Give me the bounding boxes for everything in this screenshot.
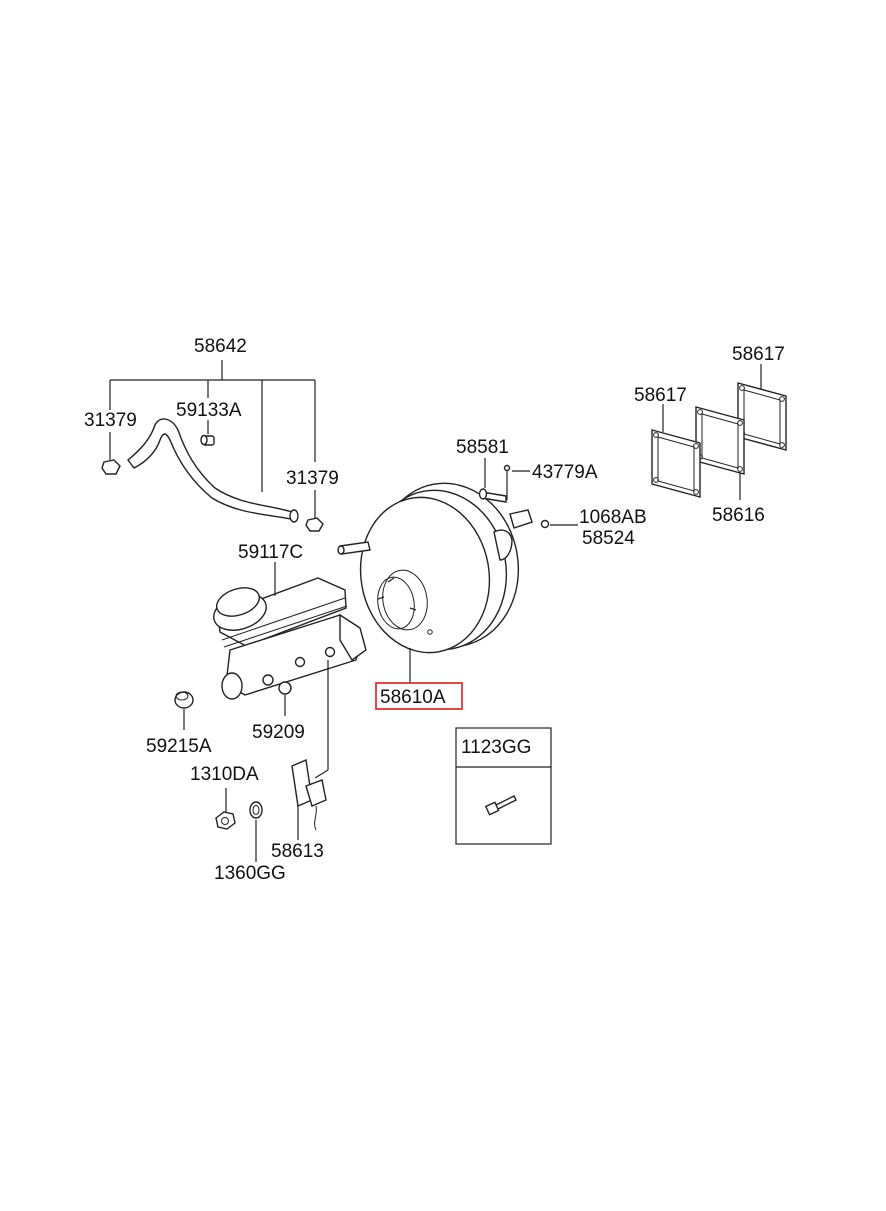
master-cylinder	[213, 577, 367, 700]
highlight-box	[375, 682, 463, 710]
gasket-front	[651, 429, 701, 498]
reservoir-hose	[127, 418, 299, 523]
label-59209[interactable]: 59209	[252, 722, 305, 743]
brake-booster	[337, 482, 520, 654]
hose-clamp-left	[101, 459, 121, 475]
label-58617-top[interactable]: 58617	[732, 344, 785, 365]
label-58613[interactable]: 58613	[271, 841, 324, 862]
label-58642[interactable]: 58642	[194, 336, 247, 357]
label-58524[interactable]: 58524	[582, 528, 635, 549]
label-58616[interactable]: 58616	[712, 505, 765, 526]
clevis	[509, 509, 550, 529]
washer	[249, 801, 263, 862]
label-1360GG[interactable]: 1360GG	[214, 863, 286, 884]
bolt-inset-box	[455, 727, 552, 845]
label-59117C[interactable]: 59117C	[238, 542, 303, 563]
label-43779A[interactable]: 43779A	[532, 462, 598, 483]
snap-pin	[503, 464, 511, 500]
booster-callout-lines	[409, 458, 578, 683]
label-31379-right[interactable]: 31379	[286, 468, 339, 489]
label-58617-mid[interactable]: 58617	[634, 385, 687, 406]
clevis-pin	[478, 488, 507, 503]
grommet	[174, 691, 194, 730]
label-59133A[interactable]: 59133A	[176, 400, 242, 421]
label-58610A[interactable]: 58610A	[380, 687, 446, 708]
label-58581[interactable]: 58581	[456, 437, 509, 458]
label-59215A[interactable]: 59215A	[146, 736, 212, 757]
label-1123GG[interactable]: 1123GG	[461, 737, 531, 758]
master-cylinder-callout-lines	[274, 562, 329, 779]
fitting	[278, 681, 292, 716]
label-1310DA[interactable]: 1310DA	[190, 764, 259, 785]
hose-clamp-right	[305, 517, 324, 532]
nut	[215, 788, 236, 830]
label-31379-left[interactable]: 31379	[84, 410, 137, 431]
hose-plug	[200, 434, 215, 446]
fluid-level-sensor	[291, 758, 327, 840]
hose-callout-lines	[109, 360, 316, 518]
gasket-middle	[695, 406, 745, 475]
gasket-rear	[737, 382, 787, 451]
gasket-callout-lines	[662, 364, 762, 500]
label-1068AB[interactable]: 1068AB	[579, 507, 647, 528]
